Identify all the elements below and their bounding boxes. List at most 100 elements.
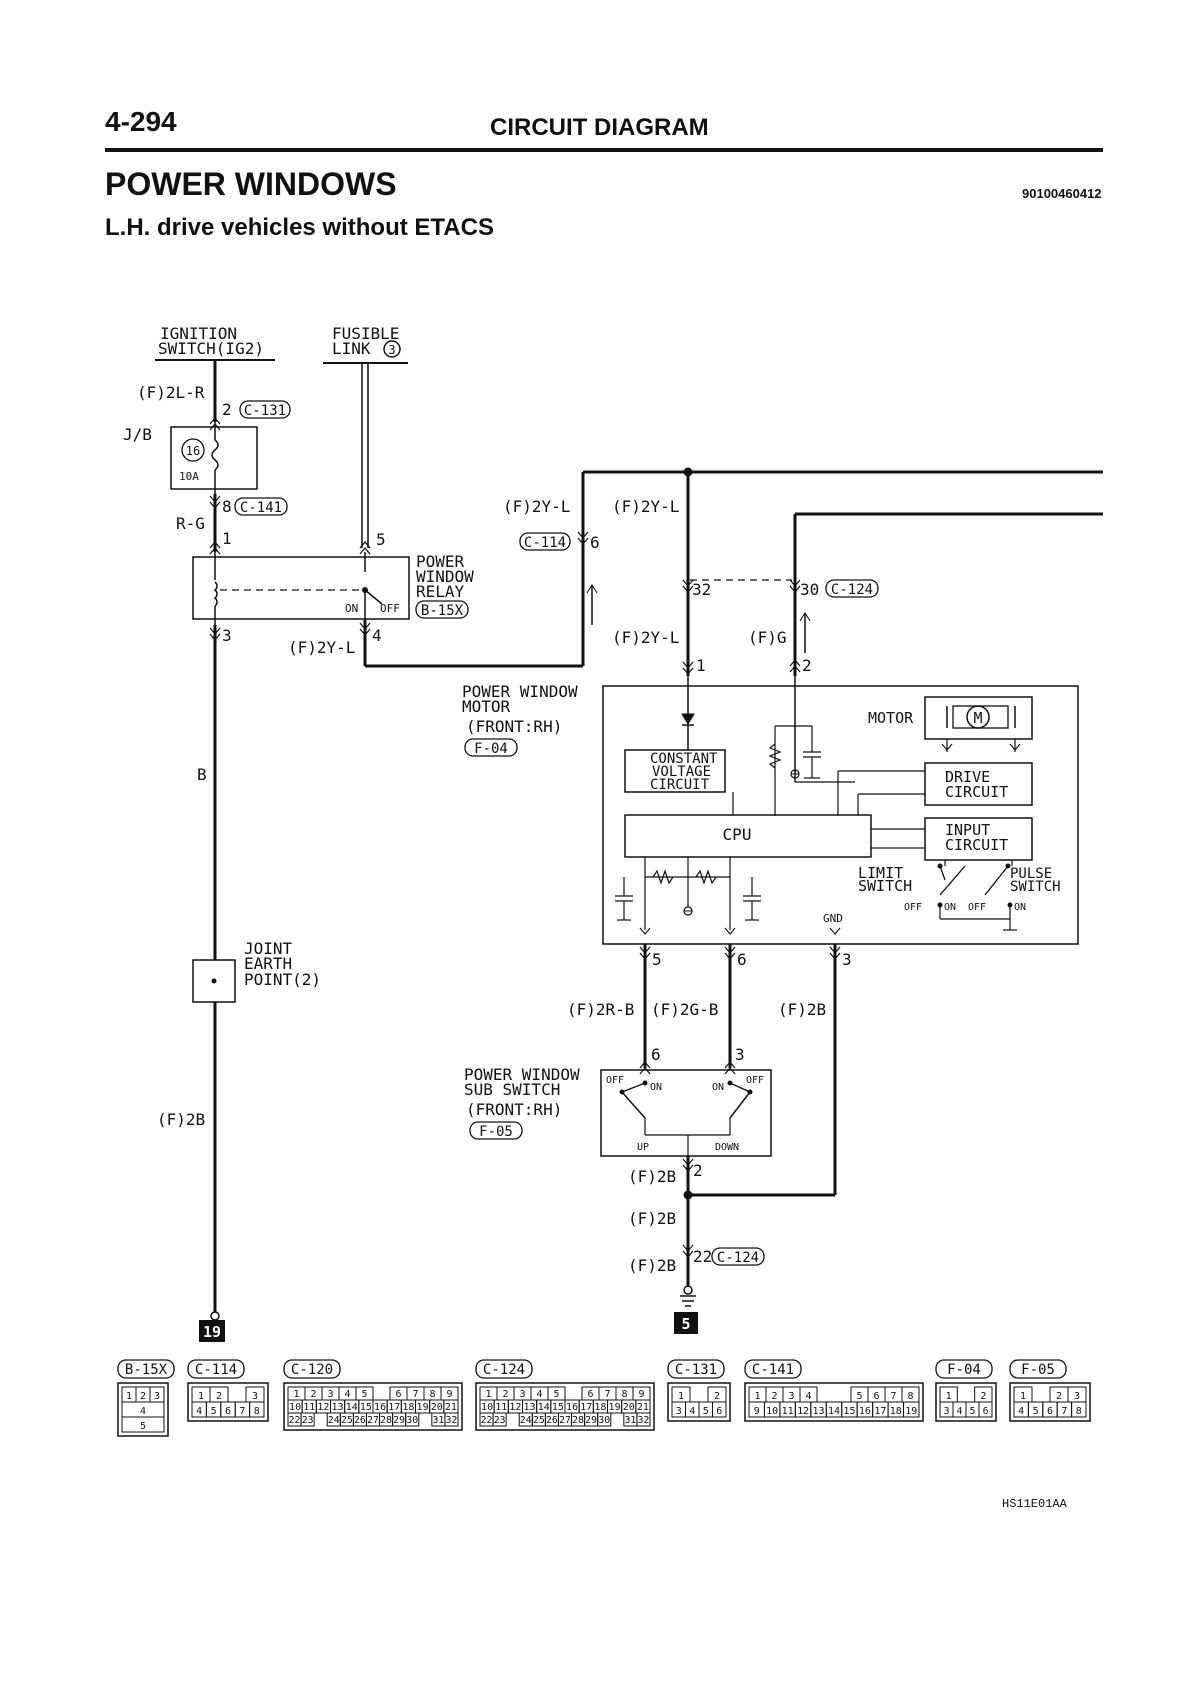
connector-pin-number: 14	[346, 1402, 358, 1413]
connector-pin-number: 10	[289, 1402, 301, 1413]
connector-pin-number: 1	[126, 1391, 132, 1402]
power-window-motor	[602, 676, 1079, 945]
connector-face-b-15x	[117, 1382, 169, 1437]
connector-pin-number: 3	[788, 1391, 794, 1402]
connector-pin-cell	[903, 1401, 920, 1418]
connector-pin-number: 8	[907, 1391, 913, 1402]
connector-pin-number: 30	[598, 1415, 610, 1426]
connector-tag-text-b-15x: B-15X	[125, 1362, 168, 1378]
cv-line2: VOLTAGE	[652, 764, 711, 780]
connector-pin-number: 28	[572, 1415, 584, 1426]
connector-pin-number: 26	[354, 1415, 366, 1426]
connector-tag-text-c-141: C-141	[752, 1362, 794, 1378]
connector-pin-number: 3	[676, 1406, 682, 1417]
connector-pin-number: 5	[361, 1389, 367, 1400]
c124-tag-top-text: C-124	[831, 582, 873, 598]
relay-switch-arrows	[359, 531, 801, 675]
main-title: POWER WINDOWS	[105, 166, 397, 202]
connector-pin-number: 21	[637, 1402, 649, 1413]
connector-pin-number: 6	[225, 1406, 231, 1417]
connector-pin-number: 19	[905, 1406, 917, 1417]
pin-c124-22: 22	[693, 1247, 712, 1266]
relay-switch-circuit	[361, 363, 1103, 676]
motor-m: M	[973, 709, 982, 727]
f05-tag-text: F-05	[479, 1124, 513, 1140]
pulse-line2: SWITCH	[1010, 879, 1061, 895]
connector-face-c-120	[283, 1382, 463, 1431]
ignition-label-line2: SWITCH(IG2)	[158, 339, 264, 358]
sub-up: UP	[637, 1142, 649, 1153]
limit-line2: SWITCH	[858, 877, 912, 895]
joint-earth-line1: JOINT	[244, 939, 293, 958]
connector-tag-c-124	[475, 1359, 533, 1379]
ignition-label-line1: IGNITION	[160, 324, 237, 343]
connector-pin-number: 4	[1018, 1406, 1024, 1417]
connector-pin-number: 3	[154, 1391, 160, 1402]
pin-motor-3: 3	[842, 950, 852, 969]
connector-pin-number: 5	[1033, 1406, 1039, 1417]
wire-f2yl-c: (F)2Y-L	[612, 628, 679, 647]
connector-pin-number: 10	[481, 1402, 493, 1413]
joint-earth-line2: EARTH	[244, 954, 292, 973]
connector-pin-number: 9	[446, 1389, 452, 1400]
relay-name-line2: WINDOW	[416, 567, 474, 586]
pin-sub-3: 3	[735, 1045, 745, 1064]
connector-tag-text-f-05: F-05	[1021, 1362, 1055, 1378]
connector-pin-number: 2	[310, 1389, 316, 1400]
diagram-reference: HS11E01AA	[1002, 1497, 1067, 1511]
connector-pin-number: 7	[239, 1406, 245, 1417]
fuse-number: 16	[186, 444, 200, 458]
connector-pin-number: 7	[412, 1389, 418, 1400]
connector-tag-text-c-114: C-114	[195, 1362, 237, 1378]
fuse-rating: 10A	[179, 470, 199, 483]
input-line2: CIRCUIT	[945, 836, 1008, 854]
sub-name-line3: (FRONT:RH)	[466, 1100, 562, 1119]
connector-pin-number: 8	[1076, 1406, 1082, 1417]
connector-pin-number: 11	[782, 1406, 794, 1417]
wire-f2b-sub-b: (F)2B	[628, 1209, 676, 1228]
wire-f2b-left: (F)2B	[157, 1110, 205, 1129]
connector-pin-number: 3	[1074, 1391, 1080, 1402]
relay-on: ON	[345, 602, 358, 615]
motor-label: MOTOR	[868, 709, 914, 727]
c124-tag-bottom-text: C-124	[717, 1250, 759, 1266]
connector-pin-number: 18	[890, 1406, 902, 1417]
connector-pin-number: 1	[1020, 1391, 1026, 1402]
wire-f2yl-a: (F)2Y-L	[503, 497, 570, 516]
connector-pin-number: 1	[293, 1389, 299, 1400]
connector-pin-number: 4	[196, 1406, 202, 1417]
motor-name-line1: POWER WINDOW	[462, 682, 578, 701]
cv-line3: CIRCUIT	[650, 777, 710, 793]
connector-pin-number: 25	[341, 1415, 353, 1426]
connector-pin-number: 12	[509, 1402, 521, 1413]
pin-c124-30: 30	[800, 580, 819, 599]
connector-pin-number: 2	[771, 1391, 777, 1402]
connector-pin-cell	[492, 1412, 507, 1427]
sub-on-right: ON	[712, 1082, 724, 1093]
wire-f2b-motor: (F)2B	[778, 1000, 826, 1019]
left-circuit	[170, 360, 410, 1333]
left-circuit-labels: (F)2L-R 2 C-131 J/B 16 10A 8 C-141 R-G 1…	[123, 383, 321, 1342]
connector-pin-number: 15	[843, 1406, 855, 1417]
earth-point-19-box	[199, 1320, 225, 1342]
input-line1: INPUT	[945, 821, 990, 839]
fusible-number-circle	[383, 340, 401, 358]
connector-pin-number: 29	[585, 1415, 597, 1426]
connector-pin-number: 22	[289, 1415, 301, 1426]
connector-pin-number: 11	[495, 1402, 507, 1413]
connector-pin-number: 5	[211, 1406, 217, 1417]
connector-pin-cell	[300, 1412, 315, 1427]
connector-pin-number: 17	[874, 1406, 886, 1417]
connector-face-f-04	[935, 1382, 997, 1422]
pin-motor-5: 5	[652, 950, 662, 969]
connector-pin-number: 19	[609, 1402, 621, 1413]
connector-pin-number: 3	[944, 1406, 950, 1417]
motor-name-line2: MOTOR	[462, 697, 511, 716]
connector-tag-text-c-131: C-131	[675, 1362, 717, 1378]
connector-pin-number: 2	[216, 1391, 222, 1402]
wire-f2lr: (F)2L-R	[137, 383, 205, 402]
wire-fg: (F)G	[748, 628, 787, 647]
connector-pin-number: 8	[621, 1389, 627, 1400]
page-number: 4-294	[105, 106, 177, 137]
